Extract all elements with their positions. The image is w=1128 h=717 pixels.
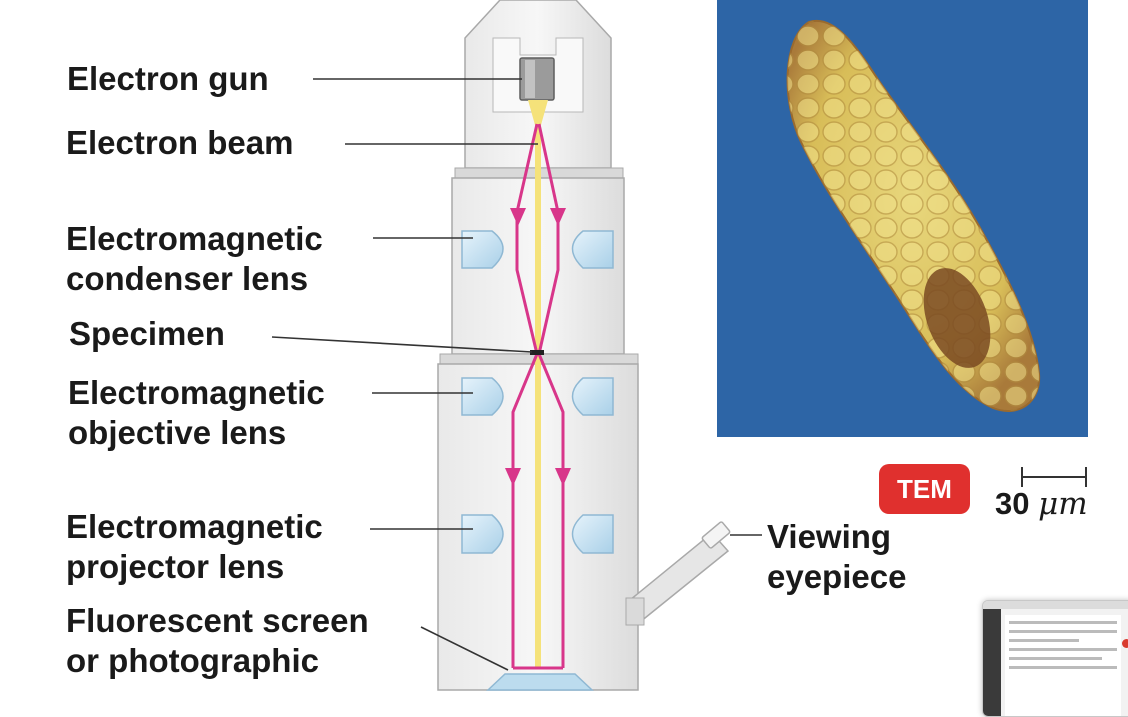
beam-core	[528, 100, 548, 668]
projector-lens	[461, 514, 614, 554]
label-objective-lens: Electromagnetic objective lens	[68, 374, 325, 451]
beam-arrowheads	[505, 208, 571, 486]
eyepiece-lens-cap	[701, 521, 731, 549]
specimen-marker	[530, 350, 544, 355]
thumbnail-content	[1005, 615, 1121, 716]
leader-lines	[271, 78, 762, 671]
scale-unit: μm	[1038, 486, 1088, 522]
specimen-micrograph-image	[786, 19, 1041, 412]
thumbnail-titlebar	[983, 601, 1128, 609]
scale-label: 30 μm	[995, 486, 1088, 522]
label-specimen: Specimen	[69, 315, 225, 352]
tem-micrograph	[717, 0, 1088, 437]
thumbnail-record-icon	[1122, 639, 1128, 648]
scale-value: 30	[995, 486, 1030, 521]
thumbnail-sidebar	[983, 609, 1001, 716]
electron-gun-highlight	[525, 60, 535, 98]
label-electron-gun: Electron gun	[67, 60, 269, 97]
objective-lens	[461, 377, 614, 416]
eyepiece-mount	[625, 597, 645, 626]
label-electron-beam: Electron beam	[66, 124, 294, 161]
scale-bar	[1021, 467, 1087, 487]
beam-path	[511, 123, 565, 670]
condenser-lens	[461, 230, 614, 269]
screen-thumbnail[interactable]	[982, 600, 1128, 717]
label-fluorescent-screen: Fluorescent screen or photographic	[66, 602, 369, 679]
label-condenser-lens: Electromagnetic condenser lens	[66, 220, 323, 297]
fluorescent-screen	[486, 673, 594, 691]
microscope-column	[437, 0, 731, 691]
label-viewing-eyepiece: Viewing eyepiece	[767, 518, 907, 595]
label-projector-lens: Electromagnetic projector lens	[66, 508, 323, 585]
tem-badge: TEM	[879, 464, 970, 514]
